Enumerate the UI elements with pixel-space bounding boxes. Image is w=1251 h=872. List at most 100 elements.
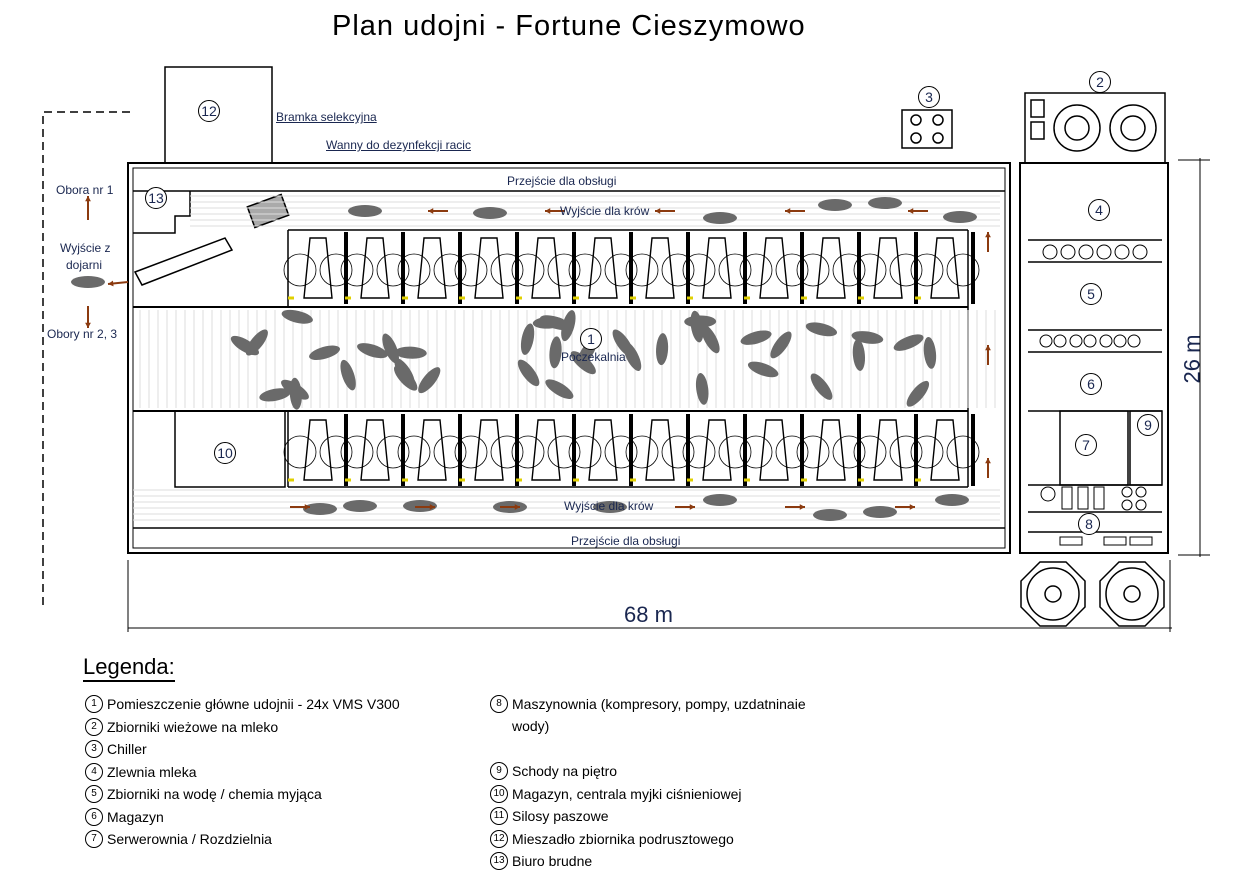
- cow: [343, 500, 377, 512]
- vms-robot: [454, 414, 524, 486]
- label-service-passage-top: Przejście dla obsługi: [507, 174, 617, 188]
- label-barns-2-3: Obory nr 2, 3: [47, 327, 118, 341]
- cow: [561, 310, 576, 342]
- legend-text: Biuro brudne: [512, 853, 593, 869]
- legend-text: Pomieszczenie główne udojnii - 24x VMS V…: [107, 696, 400, 712]
- room-marker-2: 2: [1089, 71, 1111, 93]
- cow: [473, 207, 507, 219]
- label-selection-gate: Bramka selekcyjna: [276, 110, 377, 124]
- room-marker-3: 3: [918, 86, 940, 108]
- label-footbaths: Wanny do dezynfekcji racic: [326, 138, 471, 152]
- cow: [394, 365, 418, 391]
- legend-text: Mieszadło zbiornika podrusztowego: [512, 830, 734, 847]
- arrow-head: [909, 504, 915, 510]
- legend-number: 12: [490, 829, 508, 848]
- vms-robot: [682, 232, 752, 304]
- cow: [703, 494, 737, 506]
- room-marker-1: 1: [580, 328, 602, 350]
- legend-number: 7: [85, 830, 103, 848]
- cow: [340, 359, 356, 391]
- silo-2: [1099, 561, 1165, 627]
- vms-robot: [910, 414, 980, 486]
- cow: [851, 331, 884, 344]
- cow: [893, 334, 924, 351]
- cow: [863, 506, 897, 518]
- arrow-head: [514, 504, 520, 510]
- cow: [701, 324, 720, 354]
- label-cow-exit-top: Wyjście dla krów: [560, 204, 650, 218]
- silo-1: [1020, 561, 1086, 627]
- cow: [703, 212, 737, 224]
- room-marker-7: 7: [1075, 434, 1097, 456]
- cow: [810, 373, 833, 400]
- room-marker-13: 13: [145, 187, 167, 209]
- cow: [281, 309, 313, 324]
- cow: [747, 361, 779, 378]
- legend-text: Maszynownia (kompresory, pompy, uzdatnin…: [512, 696, 806, 734]
- cow: [852, 339, 866, 371]
- cow: [545, 379, 574, 399]
- room-marker-8: 8: [1078, 513, 1100, 535]
- room-marker-5: 5: [1080, 283, 1102, 305]
- vms-robot: [796, 232, 866, 304]
- legend-text: Zbiorniki wieżowe na mleko: [107, 718, 279, 735]
- vms-robot: [853, 232, 923, 304]
- cows: [71, 197, 977, 521]
- flow-arrows: [85, 196, 991, 510]
- vms-robots: [283, 232, 980, 486]
- vms-robot: [625, 232, 695, 304]
- stairs: [1129, 410, 1163, 486]
- cow: [906, 380, 930, 407]
- room-marker-12: 12: [198, 100, 220, 122]
- footbath: [246, 193, 290, 229]
- dimension-width: 68 m: [624, 602, 673, 627]
- cow: [868, 197, 902, 209]
- arrow-head: [85, 196, 91, 202]
- arrow-head: [985, 458, 991, 464]
- vms-robot: [511, 414, 581, 486]
- cow: [289, 377, 302, 410]
- cow: [923, 336, 937, 369]
- arrow-head: [799, 504, 805, 510]
- cow: [230, 335, 259, 356]
- legend-number: 8: [490, 695, 508, 713]
- cow: [935, 494, 969, 506]
- vms-robot: [340, 232, 410, 304]
- legend-text: Zlewnia mleka: [107, 763, 197, 780]
- cow: [813, 509, 847, 521]
- legend-number: 10: [490, 784, 508, 803]
- room-marker-10: 10: [214, 442, 236, 464]
- cow: [740, 330, 772, 345]
- milk-tanks-box: [1024, 92, 1166, 164]
- arrow-head: [429, 504, 435, 510]
- legend-text: Schody na piętro: [512, 763, 618, 779]
- cow: [593, 501, 627, 513]
- vms-robot: [853, 414, 923, 486]
- arrow-head: [545, 208, 551, 214]
- cow: [770, 331, 792, 359]
- selection-gate: [133, 237, 234, 286]
- arrow-head: [85, 322, 91, 328]
- arrow-head: [304, 504, 310, 510]
- legend-text: Magazyn, centrala myjki ciśnieniowej: [512, 785, 742, 802]
- cow: [695, 373, 709, 405]
- arrow-head: [908, 208, 914, 214]
- arrow-head: [985, 232, 991, 238]
- cow: [348, 205, 382, 217]
- cow: [690, 310, 704, 343]
- cow: [818, 199, 852, 211]
- cow: [520, 323, 535, 355]
- page-title: Plan udojni - Fortune Cieszymowo: [332, 10, 806, 42]
- vms-robot: [511, 232, 581, 304]
- barn-outline: [42, 111, 130, 610]
- room-marker-6: 6: [1080, 373, 1102, 395]
- label-cow-exit-bottom: Wyjście dla krów: [564, 499, 654, 513]
- label-waiting-area: Poczekalnia: [561, 350, 626, 364]
